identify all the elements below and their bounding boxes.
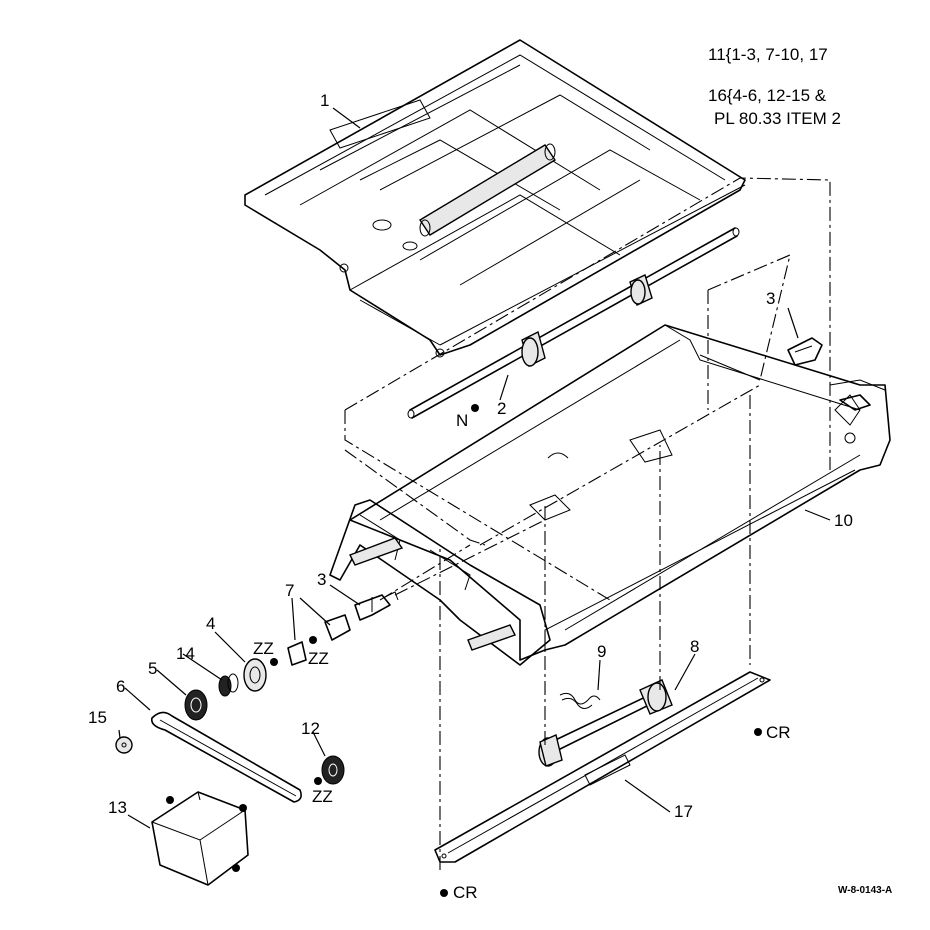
part-10-base-tray xyxy=(329,324,891,666)
callout-8: 8 xyxy=(690,637,699,656)
callout-14: 14 xyxy=(176,644,195,663)
part-17-guide-plate xyxy=(434,671,771,863)
part-3-bracket-upper xyxy=(787,337,823,366)
callout-10: 10 xyxy=(834,511,853,530)
callout-7: 7 xyxy=(285,581,294,600)
assembly-lines xyxy=(344,177,831,870)
callout-17: 17 xyxy=(674,802,693,821)
part-3-bracket-lower xyxy=(354,591,399,621)
callout-12: 12 xyxy=(301,719,320,738)
callout-15: 15 xyxy=(88,708,107,727)
part-1-top-cover xyxy=(244,39,746,358)
leader-lines xyxy=(118,107,831,829)
marker-zz-2: ZZ xyxy=(308,649,329,668)
marker-zz-1: ZZ xyxy=(253,639,274,658)
marker-cr-1: CR xyxy=(766,723,791,742)
callout-2: 2 xyxy=(497,399,506,418)
figure-reference: W-8-0143-A xyxy=(838,885,892,896)
part-5-gear xyxy=(184,689,208,721)
part-14-spring xyxy=(218,673,239,697)
part-12-gear xyxy=(314,755,345,785)
note-line-3: PL 80.33 ITEM 2 xyxy=(714,109,841,128)
note-line-1: 11{1-3, 7-10, 17 xyxy=(708,45,828,64)
part-7-clip xyxy=(270,614,351,666)
marker-n: N xyxy=(456,411,468,430)
callout-1: 1 xyxy=(320,91,329,110)
part-13-motor xyxy=(151,791,249,886)
callout-3-upper: 3 xyxy=(766,289,775,308)
marker-zz-3: ZZ xyxy=(312,787,333,806)
callout-13: 13 xyxy=(108,798,127,817)
callout-6: 6 xyxy=(116,677,125,696)
callout-5: 5 xyxy=(148,659,157,678)
part-4-gear xyxy=(243,658,267,692)
callout-3-lower: 3 xyxy=(317,570,326,589)
note-line-2: 16{4-6, 12-15 & xyxy=(708,86,827,105)
callout-9: 9 xyxy=(597,642,606,661)
part-6-belt xyxy=(150,711,302,803)
marker-dots xyxy=(440,404,762,897)
callout-4: 4 xyxy=(206,614,215,633)
part-15-washer xyxy=(115,736,133,754)
part-2-shaft xyxy=(407,227,740,419)
marker-cr-2: CR xyxy=(453,883,478,902)
part-9-spring xyxy=(559,692,601,709)
